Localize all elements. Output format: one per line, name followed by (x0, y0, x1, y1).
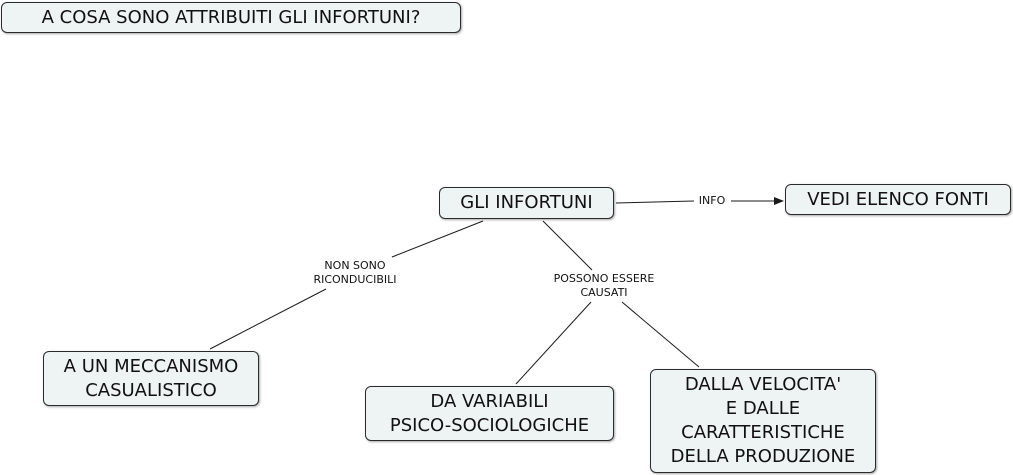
connector-possono-variabili (515, 301, 592, 385)
node-vedi-elenco-fonti[interactable]: VEDI ELENCO FONTI (785, 184, 1011, 215)
connector-possono-velocita (621, 301, 700, 368)
connector-nonriconducibili-meccanismo (209, 288, 327, 350)
link-label-non-sono-riconducibili: NON SONO RICONDUCIBILI (312, 259, 398, 287)
node-variabili-psico-sociologiche[interactable]: DA VARIABILI PSICO-SOCIOLOGICHE (365, 386, 614, 441)
link-label-possono-essere-causati: POSSONO ESSERE CAUSATI (552, 272, 656, 300)
root-node-gli-infortuni[interactable]: GLI INFORTUNI (439, 187, 614, 219)
node-velocita-produzione[interactable]: DALLA VELOCITA' E DALLE CARATTERISTICHE … (650, 369, 876, 473)
question-node[interactable]: A COSA SONO ATTRIBUITI GLI INFORTUNI? (1, 2, 461, 33)
connector-root-nonriconducibili (391, 220, 484, 258)
connector-root-possono (542, 220, 593, 271)
link-label-info: INFO (697, 194, 727, 208)
connector-root-info (615, 200, 695, 204)
node-meccanismo-casualistico[interactable]: A UN MECCANISMO CASUALISTICO (43, 351, 259, 406)
